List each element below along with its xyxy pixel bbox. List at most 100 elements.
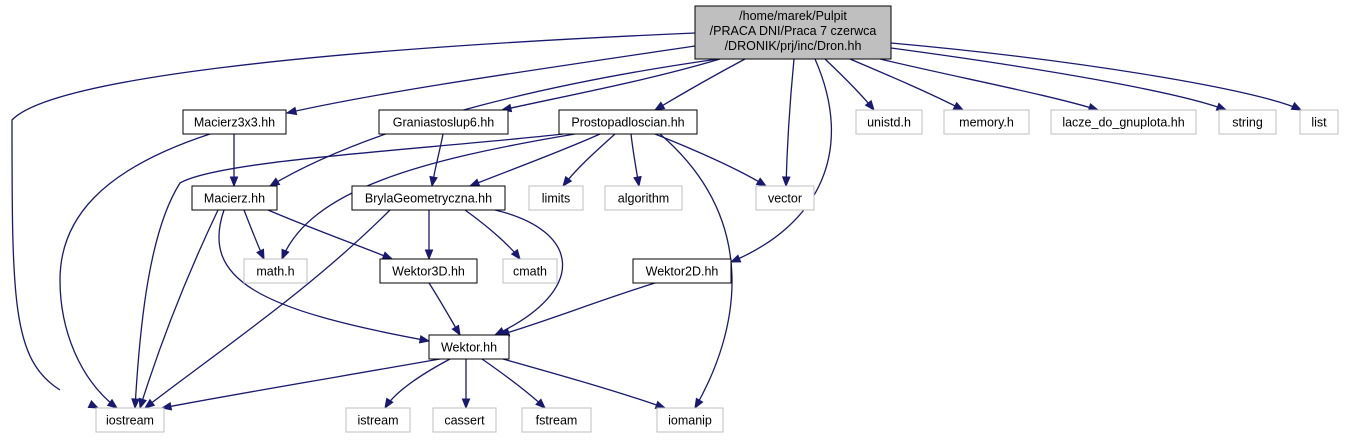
node-string: string	[1218, 109, 1277, 135]
node-memory: memory.h	[943, 109, 1030, 135]
arrowhead-dron-to-prostopadloscian	[653, 101, 666, 111]
arrowhead-graniastoslup6-to-bryla	[429, 175, 438, 188]
arrowhead-dron-to-macierz	[268, 177, 281, 187]
arrowhead-macierz3x3-to-iostream	[106, 398, 119, 409]
node-wektor[interactable]: Wektor.hh	[428, 334, 510, 360]
edge-dron-to-macierz	[269, 58, 719, 187]
node-label: algorithm	[618, 192, 669, 206]
node-label-line: /home/marek/Pulpit	[739, 9, 847, 23]
arrowhead-prostopadloscian-to-math	[281, 248, 290, 261]
node-wektor3d[interactable]: Wektor3D.hh	[379, 258, 478, 284]
node-box	[656, 407, 724, 433]
node-lacze: lacze_do_gnuplota.hh	[1050, 109, 1197, 135]
node-box	[345, 407, 411, 433]
edge-dron-to-string	[890, 47, 1227, 111]
node-label: Wektor3D.hh	[392, 265, 465, 279]
node-iostream: iostream	[95, 407, 165, 433]
node-list: list	[1299, 109, 1339, 135]
node-box	[1299, 109, 1339, 135]
node-label: cassert	[444, 414, 485, 428]
arrowhead-bryla-to-wektor3d	[424, 249, 434, 261]
edge-dron-to-wektor2d	[730, 58, 833, 263]
edge-bryla-to-iostream	[144, 209, 391, 409]
edge-prostopadloscian-to-iomanip	[659, 133, 733, 409]
node-box	[378, 109, 509, 135]
edge-dron-to-iostream	[11, 32, 696, 391]
node-limits: limits	[528, 185, 584, 211]
arrowhead-prostopadloscian-to-vector	[755, 177, 768, 187]
node-label: Macierz3x3.hh	[194, 116, 275, 130]
node-box	[191, 185, 278, 211]
node-graniastoslup6[interactable]: Graniastoslup6.hh	[378, 109, 509, 135]
arrowhead-macierz-to-wektor	[418, 335, 431, 344]
arrowhead-macierz-to-math	[256, 248, 265, 261]
node-box	[1050, 109, 1197, 135]
arrowhead-dron-to-unistd	[864, 99, 875, 112]
arrowhead-dron-to-wektor2d	[729, 254, 742, 263]
edge-prostopadloscian-to-math	[281, 133, 576, 260]
arrowhead-dron-to-iostream	[87, 400, 100, 409]
node-label: vector	[768, 192, 802, 206]
arrowhead-wektor-to-cassert	[461, 398, 471, 410]
arrowhead-macierz3x3-to-macierz	[229, 176, 239, 188]
edge-macierz-to-wektor3d	[267, 209, 393, 260]
node-label-line: /DRONIK/prj/inc/Dron.hh	[725, 39, 862, 53]
arrowhead-dron-to-macierz3x3	[285, 106, 298, 116]
node-macierz[interactable]: Macierz.hh	[191, 185, 278, 211]
node-iomanip: iomanip	[656, 407, 724, 433]
node-math: math.h	[243, 258, 308, 284]
node-unistd: unistd.h	[855, 109, 923, 135]
arrowhead-macierz-to-iostream	[138, 397, 147, 410]
node-label: limits	[542, 192, 570, 206]
arrowhead-dron-to-vector	[781, 176, 791, 188]
node-box	[95, 407, 165, 433]
node-box	[632, 258, 732, 284]
node-label: Wektor.hh	[441, 341, 497, 355]
node-label: Prostopadloscian.hh	[571, 116, 684, 130]
node-label: string	[1232, 116, 1263, 130]
node-bryla[interactable]: BrylaGeometryczna.hh	[351, 185, 506, 211]
node-algorithm: algorithm	[604, 185, 683, 211]
node-label: list	[1311, 116, 1327, 130]
node-label: Wektor2D.hh	[646, 265, 719, 279]
arrowhead-macierz-to-wektor3d	[381, 251, 394, 260]
node-vector: vector	[755, 185, 815, 211]
arrowhead-wektor-to-istream	[384, 397, 394, 410]
node-box	[379, 258, 478, 284]
arrowhead-dron-to-string	[1215, 102, 1228, 111]
node-wektor2d[interactable]: Wektor2D.hh	[632, 258, 732, 284]
node-box	[558, 109, 698, 135]
arrowhead-prostopadloscian-to-limits	[562, 175, 573, 188]
edge-dron-to-macierz3x3	[286, 45, 696, 114]
node-cassert: cassert	[432, 407, 497, 433]
arrowhead-bryla-to-iostream	[143, 398, 156, 409]
edge-bryla-to-cmath	[464, 209, 521, 260]
node-label: iomanip	[668, 414, 712, 428]
arrowhead-wektor3d-to-wektor	[451, 324, 461, 337]
node-label: memory.h	[959, 116, 1014, 130]
edge-macierz-to-wektor	[218, 209, 430, 342]
node-prostopadloscian[interactable]: Prostopadloscian.hh	[558, 109, 698, 135]
edge-wektor2d-to-wektor	[499, 282, 656, 336]
arrowhead-wektor-to-iomanip	[654, 400, 667, 409]
edge-wektor-to-iostream	[161, 358, 441, 409]
node-box	[432, 407, 497, 433]
node-box	[502, 258, 558, 284]
arrowhead-prostopadloscian-to-bryla	[468, 178, 481, 187]
node-label: lacze_do_gnuplota.hh	[1062, 116, 1184, 130]
node-label: istream	[358, 414, 399, 428]
arrowhead-dron-to-list	[1290, 101, 1303, 111]
edge-prostopadloscian-to-iostream	[134, 133, 564, 409]
node-macierz3x3[interactable]: Macierz3x3.hh	[182, 109, 287, 135]
edge-macierz-to-iostream	[139, 209, 219, 409]
edge-dron-to-lacze	[879, 58, 1099, 111]
nodes-layer: /home/marek/Pulpit/PRACA DNI/Praca 7 cze…	[95, 5, 1339, 433]
node-label: Graniastoslup6.hh	[393, 116, 495, 130]
node-box	[855, 109, 923, 135]
node-label: fstream	[536, 414, 578, 428]
node-box	[755, 185, 815, 211]
edge-prostopadloscian-to-bryla	[469, 133, 601, 187]
node-istream: istream	[345, 407, 411, 433]
node-dron-hh[interactable]: /home/marek/Pulpit/PRACA DNI/Praca 7 cze…	[694, 5, 892, 60]
